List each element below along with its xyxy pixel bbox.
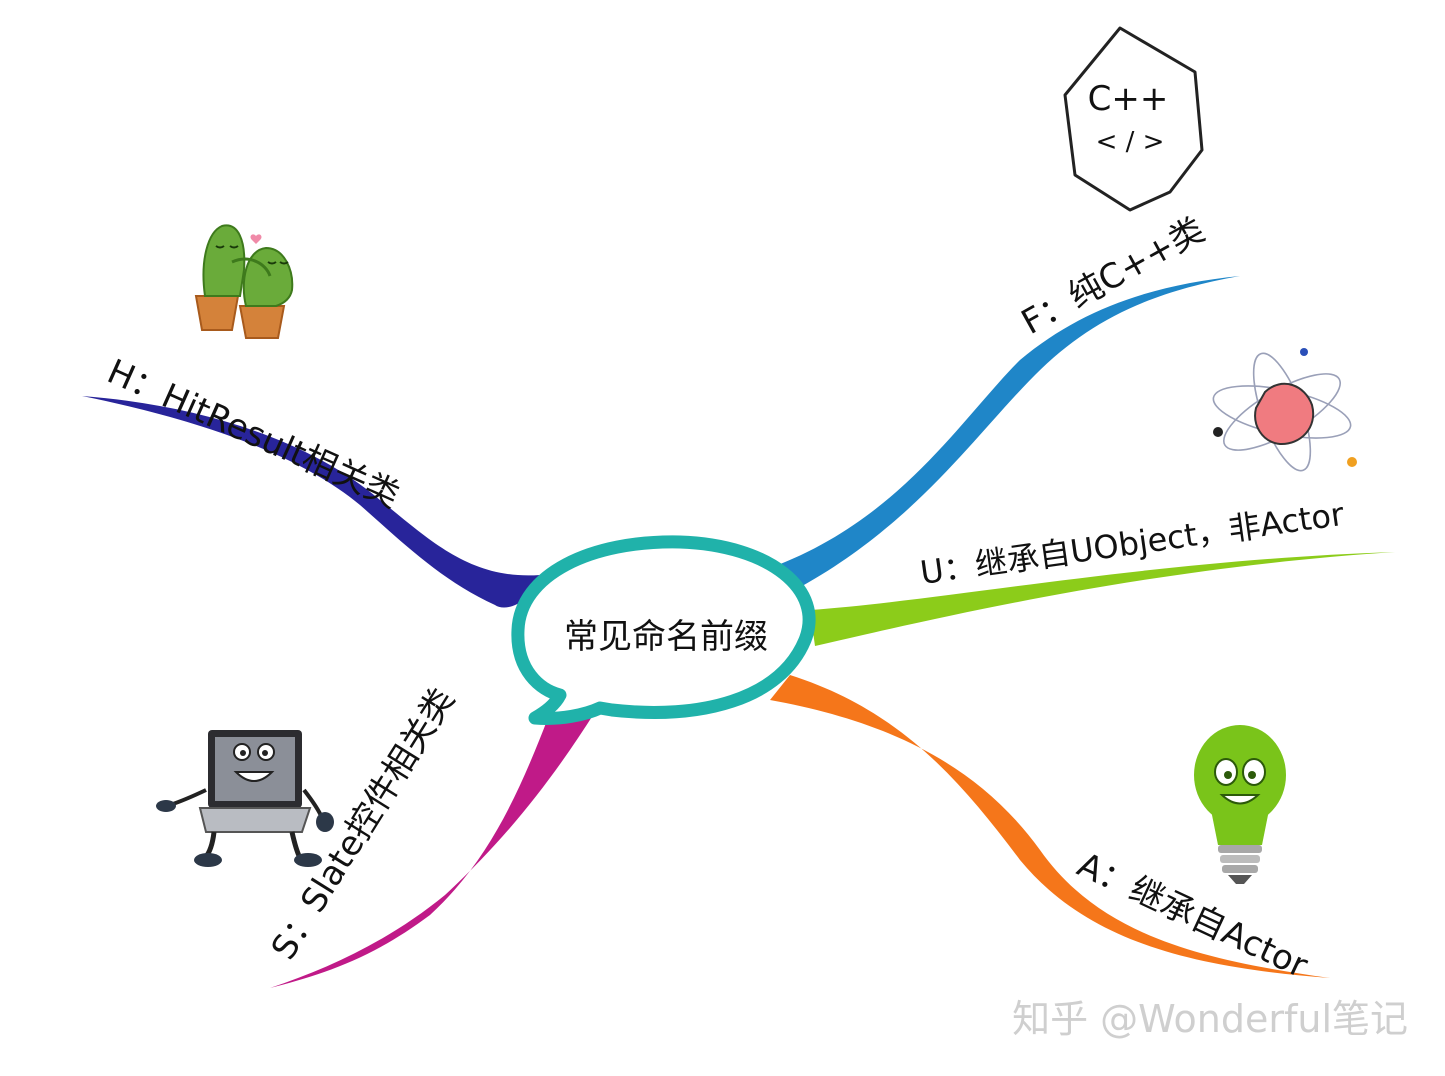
atom-icon xyxy=(1212,348,1357,472)
branch-f xyxy=(770,276,1240,590)
watermark: 知乎 @Wonderful笔记 xyxy=(1012,997,1408,1041)
center-bubble xyxy=(511,535,816,725)
center-node[interactable]: 常见命名前缀 xyxy=(511,535,816,725)
branch-u xyxy=(810,552,1395,646)
laptop-character-icon xyxy=(156,730,334,867)
lightbulb-character-icon xyxy=(1194,725,1286,884)
label-f[interactable]: F：纯C++类 xyxy=(1015,210,1211,343)
cpp-label: C++ xyxy=(1088,79,1169,119)
center-label: 常见命名前缀 xyxy=(564,617,768,657)
branch-a xyxy=(770,675,1330,978)
branch-h xyxy=(82,396,540,608)
branch-s xyxy=(270,712,595,988)
cpp-tag: < / > xyxy=(1096,127,1165,157)
cactus-couple-icon xyxy=(194,224,294,339)
label-h[interactable]: H：HitResult相关类 xyxy=(101,352,405,517)
cpp-hexagon-icon: C++ < / > xyxy=(1063,26,1204,212)
